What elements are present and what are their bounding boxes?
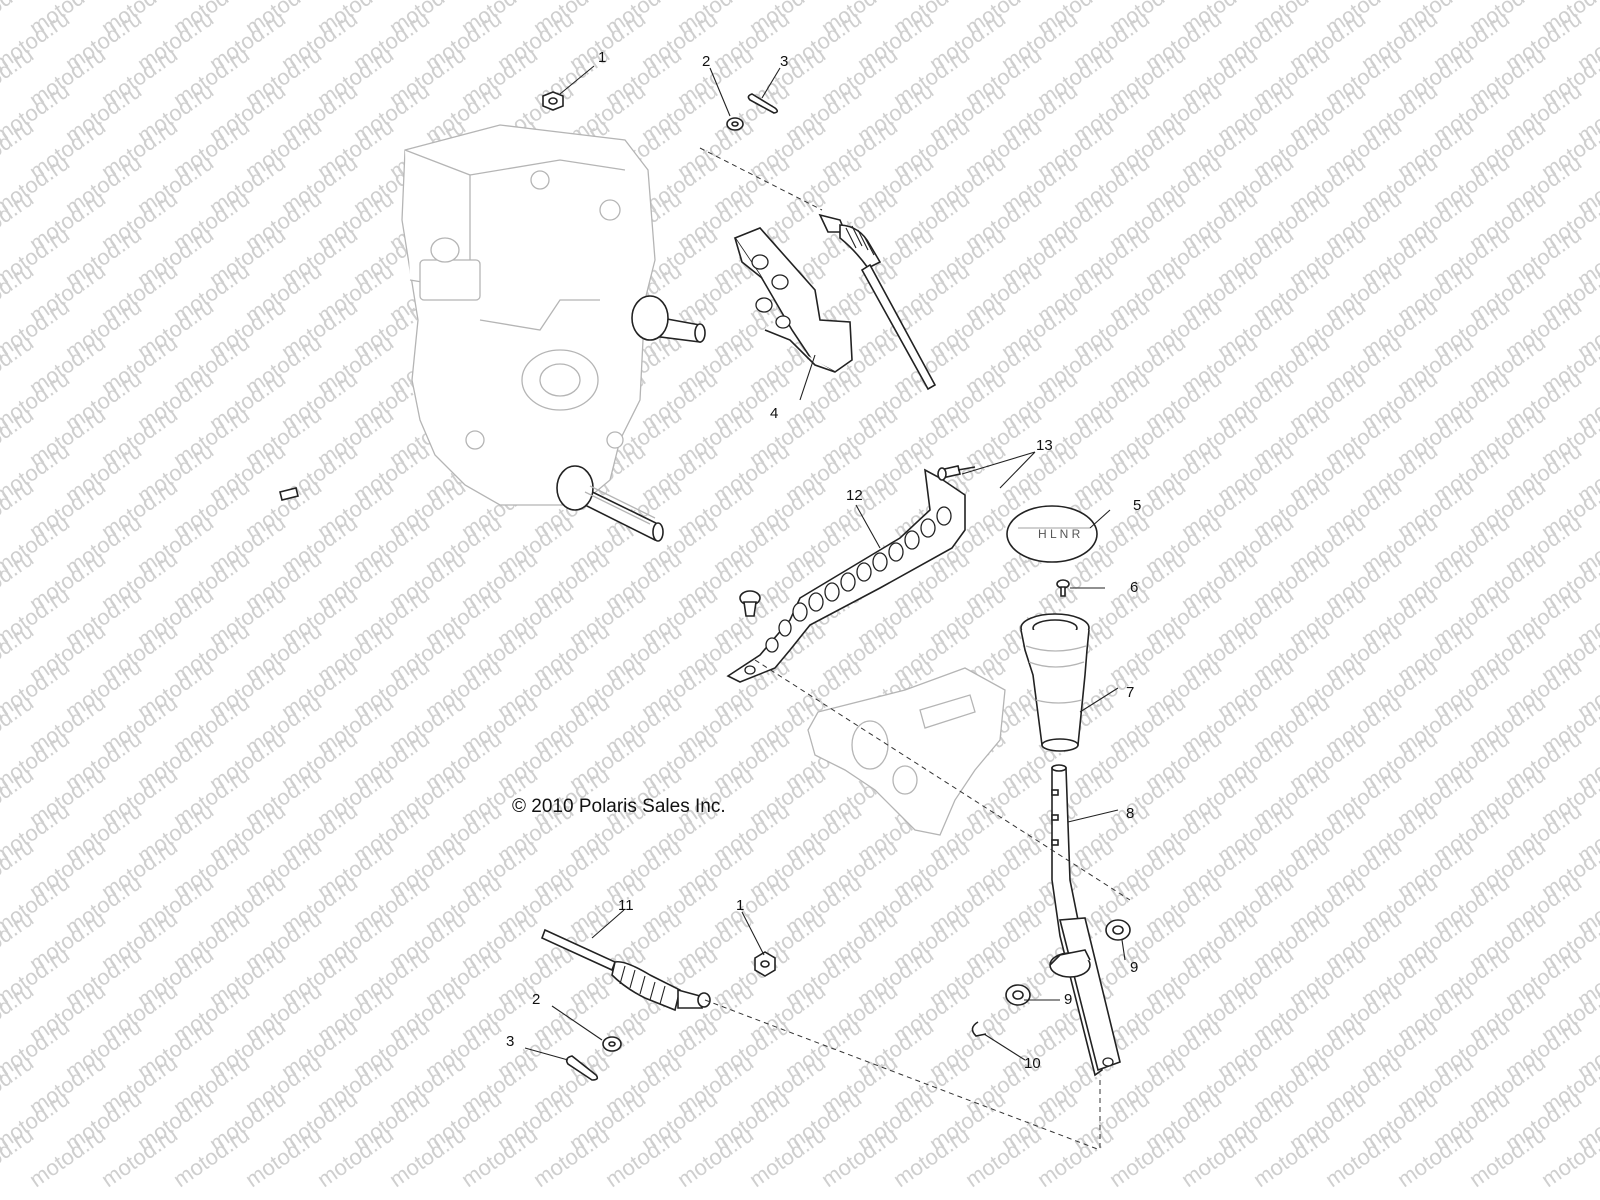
callout-6: 6 — [1130, 579, 1138, 596]
callout-9-right: 9 — [1130, 959, 1138, 976]
bushing-9b — [1005, 984, 1031, 1006]
callout-9-left: 9 — [1064, 991, 1072, 1008]
callout-3-upper: 3 — [780, 53, 788, 70]
nut-upper — [542, 91, 564, 111]
callout-12: 12 — [846, 487, 863, 504]
callout-1-lower: 1 — [736, 897, 744, 914]
callout-2-lower: 2 — [532, 991, 540, 1008]
callout-13: 13 — [1036, 437, 1053, 454]
copyright-notice: © 2010 Polaris Sales Inc. — [512, 796, 726, 817]
svg-text:H L N R: H L N R — [1038, 527, 1081, 541]
callout-5: 5 — [1133, 497, 1141, 514]
callout-11: 11 — [618, 897, 634, 914]
shift-knob-5: H L N R — [1006, 505, 1098, 563]
callout-1-upper: 1 — [598, 49, 606, 66]
callout-4: 4 — [770, 405, 778, 422]
bushing-9a — [1105, 919, 1131, 941]
callout-7: 7 — [1126, 684, 1134, 701]
washer-upper — [726, 117, 744, 131]
callout-2-upper: 2 — [702, 53, 710, 70]
callout-8: 8 — [1126, 805, 1134, 822]
washer-lower — [602, 1036, 622, 1052]
callout-10: 10 — [1024, 1055, 1041, 1072]
nut-lower — [754, 951, 776, 977]
callout-3-lower: 3 — [506, 1033, 514, 1050]
watermark-text: motod.ru — [1573, 0, 1600, 4]
